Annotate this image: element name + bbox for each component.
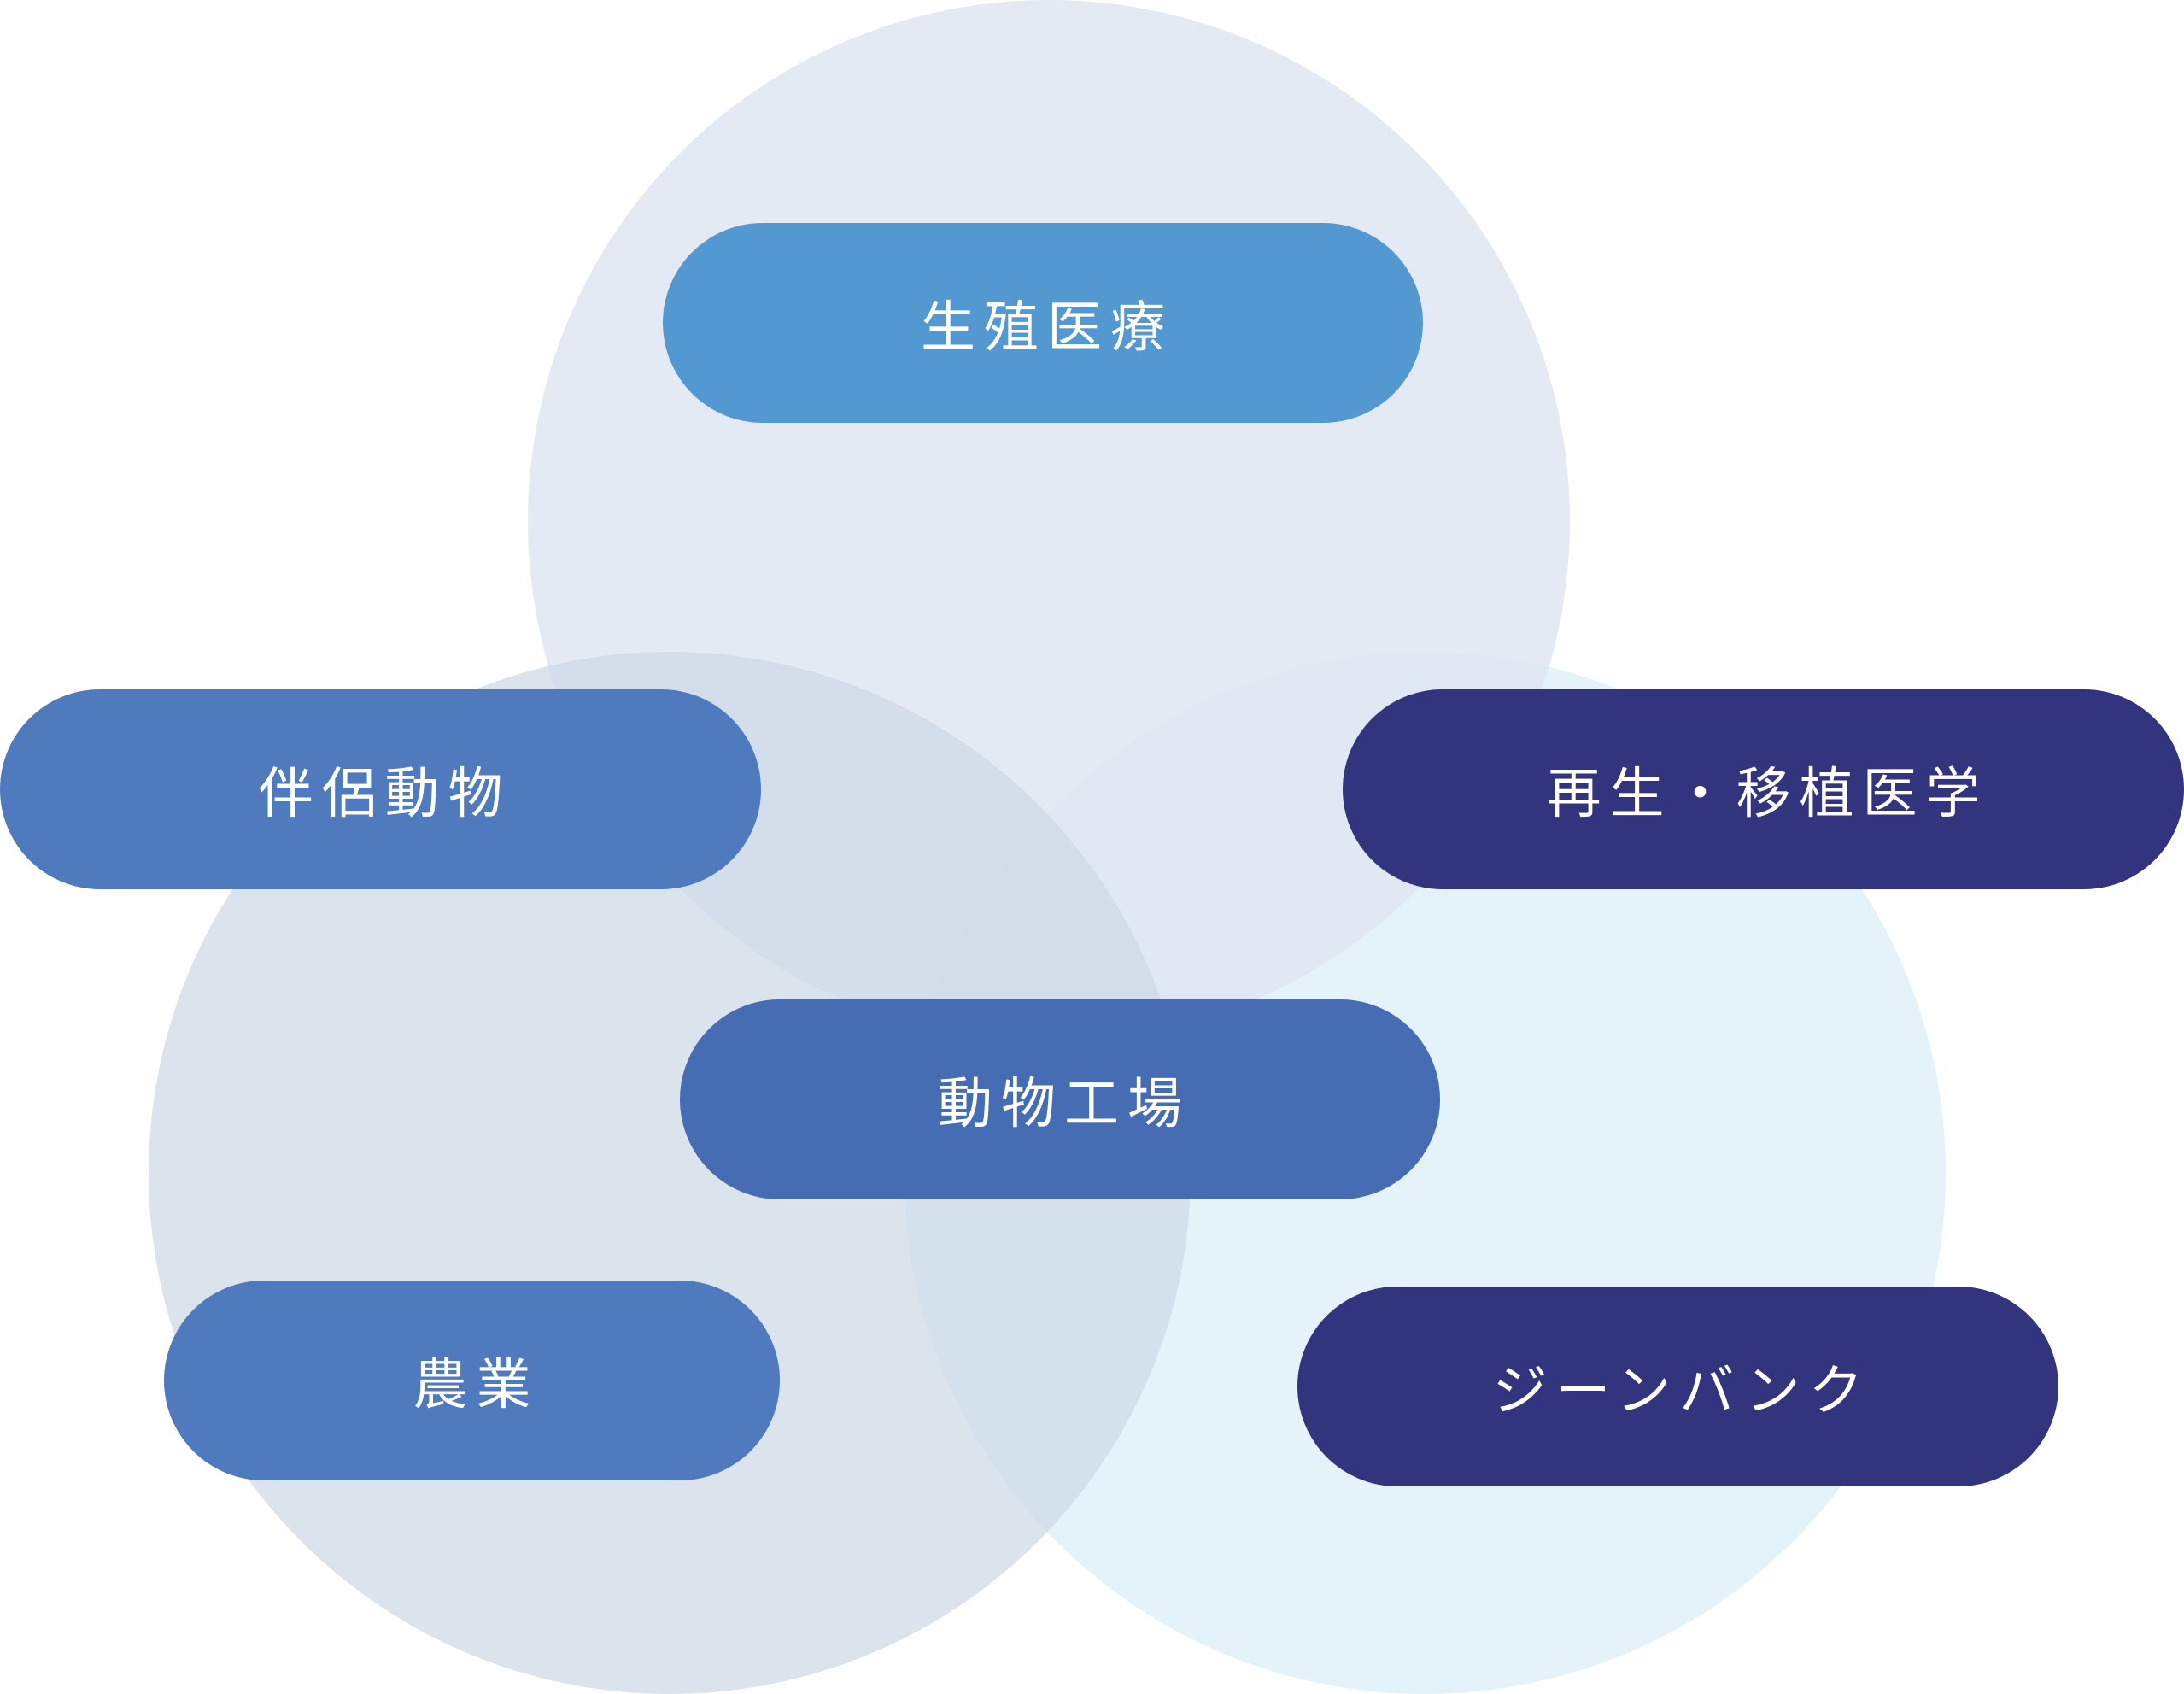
pill-gene-bank: ジーンバンク bbox=[1297, 1287, 2058, 1486]
pill-label: 農業 bbox=[413, 1354, 540, 1417]
pill-label: 伴侶動物 bbox=[258, 763, 512, 826]
pill-label: 生殖医療 bbox=[921, 296, 1174, 360]
pill-regenerative-transplant-medicine: 再生・移植医学 bbox=[1343, 689, 2184, 889]
pill-animal-factory: 動物工場 bbox=[680, 999, 1440, 1199]
pill-label: 再生・移植医学 bbox=[1546, 763, 1989, 826]
pill-reproductive-medicine: 生殖医療 bbox=[663, 223, 1423, 423]
pill-agriculture: 農業 bbox=[164, 1281, 780, 1480]
pill-companion-animals: 伴侶動物 bbox=[0, 689, 761, 889]
pill-label: ジーンバンク bbox=[1492, 1360, 1872, 1423]
pill-label: 動物工場 bbox=[938, 1073, 1191, 1136]
